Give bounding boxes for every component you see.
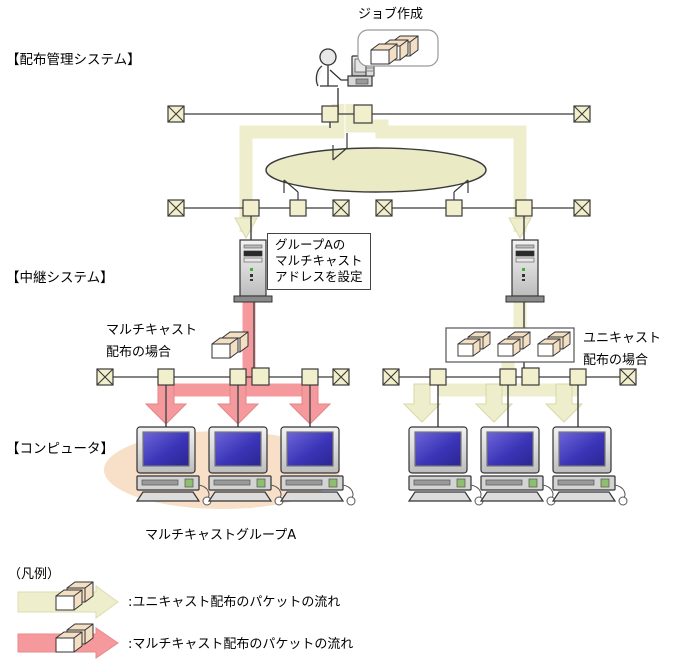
packet-stack-job bbox=[370, 35, 419, 65]
job-creation-bubble bbox=[357, 29, 439, 67]
legend-unicast-label: :ユニキャスト配布のパケットの流れ bbox=[128, 595, 341, 610]
bus-nodes bbox=[157, 104, 587, 386]
relay-server-multicast bbox=[233, 239, 273, 303]
row-label-distribution-management-system: 【配布管理システム】 bbox=[6, 52, 141, 68]
unicast-arrow-heads bbox=[402, 383, 584, 423]
legend-heading: （凡例） bbox=[8, 567, 61, 582]
legend-unicast-arrow bbox=[17, 581, 119, 619]
callout-line-3: アドレスを設定 bbox=[275, 269, 363, 284]
row-label-relay-system: 【中継システム】 bbox=[6, 270, 114, 286]
client-computers bbox=[135, 426, 628, 506]
unicast-case-label-line2: 配布の場合 bbox=[583, 353, 649, 368]
multicast-packet-stack bbox=[211, 331, 249, 359]
multicast-group-a-label: マルチキャストグループA bbox=[145, 528, 297, 543]
callout-line-1: グループAの bbox=[275, 237, 346, 252]
multicast-case-label-line2: 配布の場合 bbox=[106, 345, 172, 360]
bus-terminators bbox=[96, 105, 637, 386]
legend-multicast-label: :マルチキャスト配布のパケットの流れ bbox=[128, 637, 354, 652]
job-creation-label: ジョブ作成 bbox=[358, 7, 424, 22]
row-label-computer: 【コンピュータ】 bbox=[6, 441, 114, 457]
network-cloud bbox=[265, 147, 487, 193]
unicast-packet-box bbox=[445, 327, 575, 363]
multicast-address-setting-callout: グループAの マルチキャスト アドレスを設定 bbox=[267, 233, 371, 290]
multicast-case-label-line1: マルチキャスト bbox=[106, 323, 198, 338]
unicast-case-label-line1: ユニキャスト bbox=[583, 331, 662, 346]
legend-multicast-arrow bbox=[17, 623, 119, 659]
relay-server-unicast bbox=[505, 239, 545, 303]
callout-line-2: マルチキャスト bbox=[275, 253, 363, 268]
